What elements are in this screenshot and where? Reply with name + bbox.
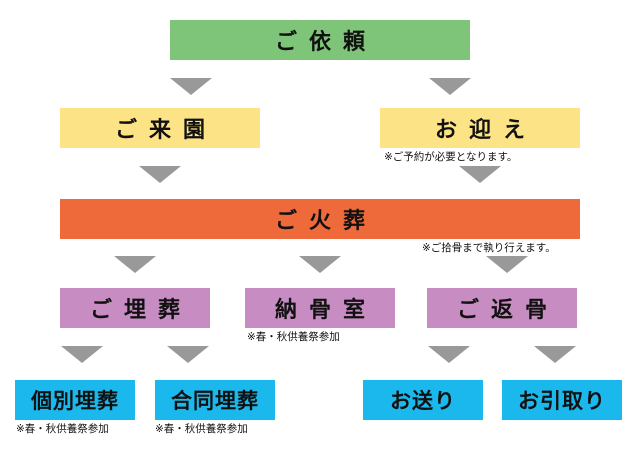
- arrow-down-icon: [167, 346, 209, 363]
- note-reservation-required: ※ご予約が必要となります。: [384, 151, 518, 163]
- arrow-down-icon: [429, 78, 471, 95]
- step-individual-burial-label: 個別埋葬: [31, 389, 119, 413]
- step-visit: ご来園: [60, 108, 260, 148]
- step-cremation-label: ご火葬: [274, 209, 377, 234]
- arrow-down-icon: [114, 256, 156, 273]
- arrow-down-icon: [534, 346, 576, 363]
- step-collection-label: お引取り: [518, 389, 606, 413]
- step-joint-burial: 合同埋葬: [155, 380, 275, 420]
- step-individual-burial: 個別埋葬: [15, 380, 135, 420]
- step-visit-label: ご来園: [114, 118, 217, 143]
- step-request: ご依頼: [170, 20, 470, 60]
- step-ossuary-label: 納骨室: [274, 298, 377, 323]
- arrow-down-icon: [61, 346, 103, 363]
- step-return-bones: ご返骨: [427, 288, 577, 328]
- arrow-down-icon: [486, 256, 528, 273]
- arrow-down-icon: [428, 346, 470, 363]
- step-return-bones-label: ご返骨: [456, 298, 559, 323]
- arrow-down-icon: [299, 256, 341, 273]
- step-delivery-label: お送り: [390, 389, 456, 413]
- arrow-down-icon: [170, 78, 212, 95]
- note-memorial-joint: ※春・秋供養祭参加: [155, 423, 248, 435]
- step-request-label: ご依頼: [274, 30, 377, 55]
- step-pickup-label: お迎え: [434, 118, 537, 143]
- note-memorial-individual: ※春・秋供養祭参加: [16, 423, 109, 435]
- step-delivery: お送り: [363, 380, 483, 420]
- note-bone-gathering: ※ご拾骨まで執り行えます。: [422, 242, 556, 254]
- step-joint-burial-label: 合同埋葬: [171, 389, 259, 413]
- step-burial-label: ご埋葬: [89, 298, 192, 323]
- step-collection: お引取り: [502, 380, 622, 420]
- step-cremation: ご火葬: [60, 199, 580, 239]
- step-pickup: お迎え: [380, 108, 580, 148]
- step-burial: ご埋葬: [60, 288, 210, 328]
- note-memorial-ossuary: ※春・秋供養祭参加: [247, 331, 340, 343]
- arrow-down-icon: [139, 166, 181, 183]
- arrow-down-icon: [459, 166, 501, 183]
- step-ossuary: 納骨室: [245, 288, 395, 328]
